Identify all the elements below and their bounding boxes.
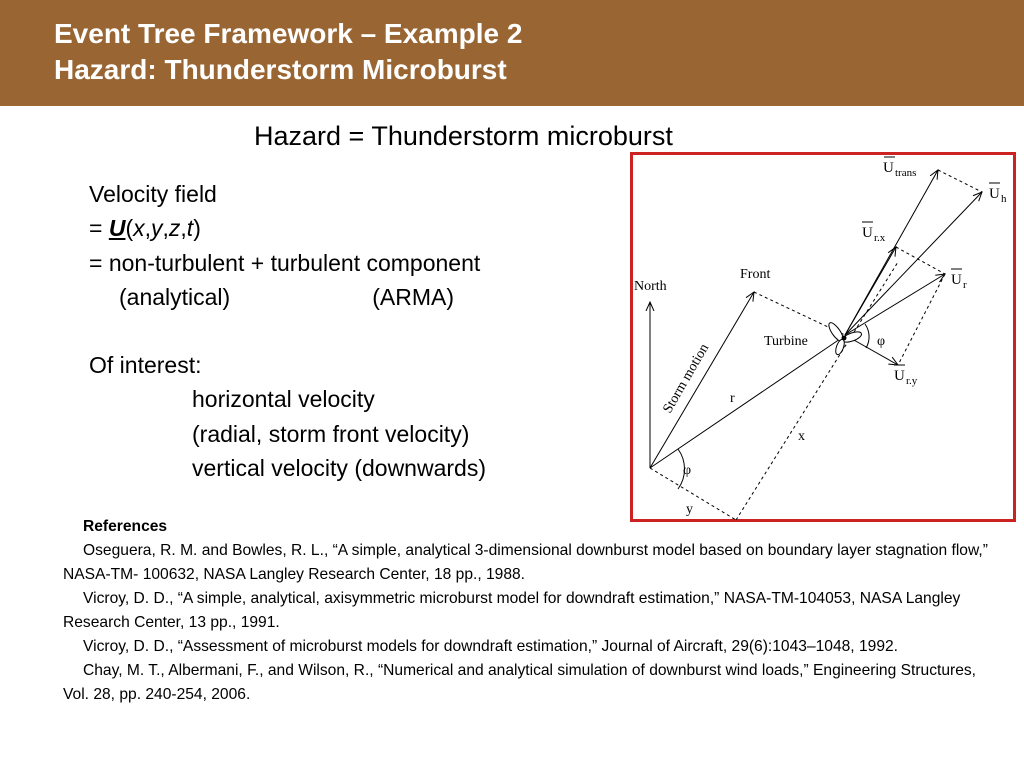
reference-item: Chay, M. T., Albermani, F., and Wilson, … (63, 662, 976, 703)
diagram-border (630, 152, 1016, 522)
svg-text:U: U (989, 186, 1000, 202)
x-dashed-line (735, 261, 899, 521)
phi-label-origin: φ (683, 463, 691, 478)
u-r-label: U r (951, 268, 967, 291)
velocity-line-1: Velocity field (89, 181, 217, 207)
phi-label-turbine: φ (877, 334, 885, 349)
front-label: Front (740, 267, 770, 282)
phi-arc-turbine (864, 323, 870, 349)
interest-item: (radial, storm front velocity) (192, 420, 470, 447)
interest-item: vertical velocity (downwards) (192, 455, 486, 482)
north-label: North (634, 279, 667, 294)
u-trans-label: U trans (883, 156, 916, 179)
y-dashed-line (649, 467, 737, 521)
turbine-label: Turbine (764, 334, 808, 349)
u-r-arrow (844, 274, 945, 336)
svg-text:U: U (883, 160, 894, 176)
svg-text:U: U (951, 272, 962, 288)
velocity-text-block: Velocity field = U(x,y,z,t) = non-turbul… (89, 177, 486, 485)
storm-motion-label: Storm motion (660, 341, 712, 416)
front-dashed-line (753, 291, 846, 336)
u-rx-label: U r.x (862, 221, 886, 244)
u-rx-arrow (844, 247, 896, 336)
interest-item: horizontal velocity (192, 386, 375, 413)
x-label: x (798, 429, 805, 444)
reference-item: Vicroy, D. D., “A simple, analytical, ax… (63, 590, 961, 631)
arma-label: (ARMA) (372, 283, 454, 310)
y-label: y (686, 502, 693, 517)
title-line-2: Hazard: Thunderstorm Microburst (54, 54, 507, 85)
analytical-label: (analytical) (119, 283, 231, 310)
header-bar: Event Tree Framework – Example 2 Hazard:… (0, 0, 1024, 106)
velocity-line-2: = U(x,y,z,t) (89, 215, 201, 242)
turbine-icon (828, 322, 862, 356)
u-h-label: U h (989, 182, 1007, 205)
storm-motion-arrow (649, 292, 754, 469)
main-heading: Hazard = Thunderstorm microburst (254, 121, 673, 151)
r-line (649, 338, 841, 469)
reference-item: Oseguera, R. M. and Bowles, R. L., “A si… (63, 542, 988, 583)
reference-item: Vicroy, D. D., “Assessment of microburst… (83, 638, 898, 655)
velocity-line-4: (analytical) (ARMA) (89, 280, 486, 314)
velocity-line-3: = non-turbulent + turbulent component (89, 249, 481, 276)
svg-text:r: r (963, 279, 967, 291)
svg-text:h: h (1001, 193, 1007, 205)
phi-arc-origin (677, 448, 685, 490)
svg-text:U: U (894, 368, 905, 384)
microburst-diagram: North Front Storm motion Turbine φ φ r x… (630, 152, 1016, 522)
r-label: r (730, 391, 735, 406)
title-line-1: Event Tree Framework – Example 2 (54, 18, 523, 49)
trans-h-dashed-line (937, 169, 983, 193)
interest-heading: Of interest: (89, 352, 202, 379)
velocity-symbol: U (108, 215, 126, 242)
svg-text:r.y: r.y (906, 375, 918, 387)
svg-text:r.x: r.x (874, 232, 886, 244)
svg-text:trans: trans (895, 167, 916, 179)
slide-title: Event Tree Framework – Example 2 Hazard:… (54, 16, 522, 88)
u-ry-label: U r.y (894, 364, 918, 387)
u-h-arrow (844, 192, 982, 336)
rx-r-dashed-line (895, 246, 946, 275)
svg-text:U: U (862, 225, 873, 241)
references-heading: References (83, 518, 168, 535)
references-block: References Oseguera, R. M. and Bowles, R… (63, 515, 993, 707)
r-ry-dashed-line (897, 273, 946, 366)
